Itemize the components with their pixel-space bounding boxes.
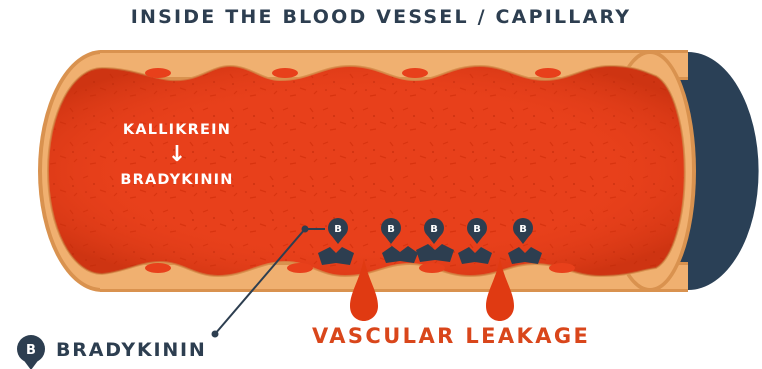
bradykinin-marker-letter: B [473,224,481,235]
nucleus [402,68,428,78]
nucleus [535,68,561,78]
down-arrow-icon: ↓ [92,140,262,170]
nucleus [549,263,575,273]
nucleus [272,68,298,78]
pathway-kallikrein: KALLIKREIN [92,122,262,138]
legend-label: BRADYKININ [56,339,207,361]
nucleus [145,68,171,78]
vascular-leakage-label: VASCULAR LEAKAGE [312,324,590,348]
bradykinin-marker-letter: B [334,224,342,235]
bradykinin-marker-letter: B [387,224,395,235]
bradykinin-marker-letter: B [430,224,438,235]
nucleus [287,263,313,273]
nucleus [145,263,171,273]
nucleus [419,263,445,273]
bradykinin-marker-letter: B [519,224,527,235]
legend: BRADYKININ [16,334,207,366]
kallikrein-pathway: KALLIKREIN ↓ BRADYKININ [92,122,262,188]
pathway-bradykinin: BRADYKININ [92,172,262,188]
